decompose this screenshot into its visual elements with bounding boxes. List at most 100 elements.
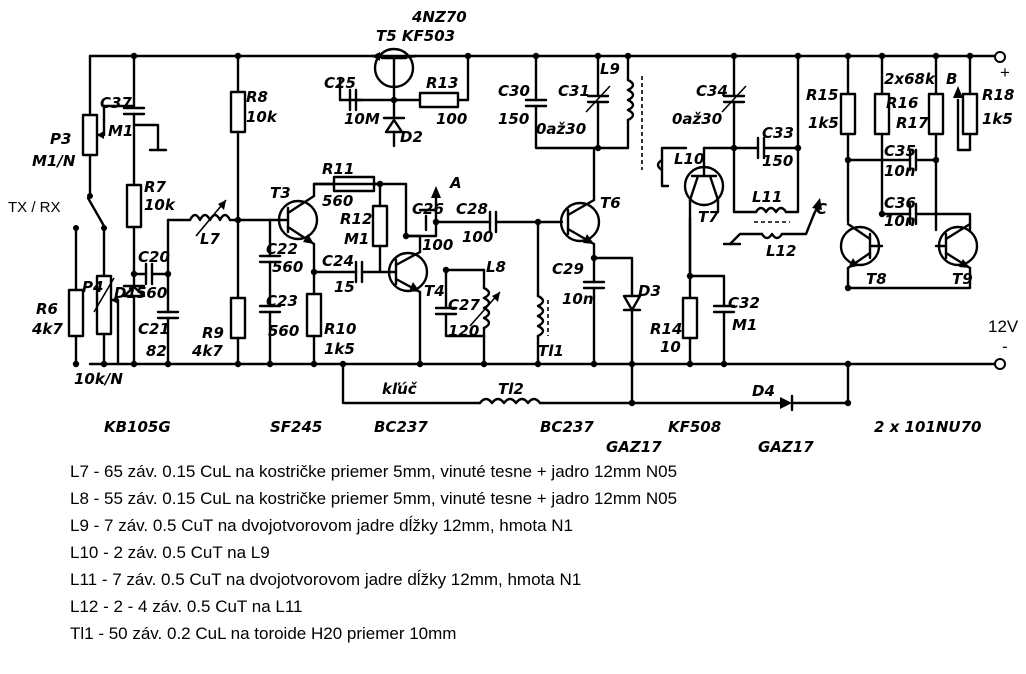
label-c33-val: 150	[762, 152, 793, 170]
label-c36: C36	[884, 194, 916, 212]
label-txrx: TX / RX	[8, 199, 61, 216]
label-t5-type: 4NZ70	[411, 8, 467, 26]
label-p4: P4	[82, 278, 103, 296]
c22-capacitor	[236, 218, 282, 308]
l9-inductor	[596, 54, 643, 170]
label-r7-val: 10k	[144, 196, 176, 214]
label-c29-val: 10n	[562, 290, 594, 308]
c26-capacitor	[404, 208, 438, 238]
t6-transistor	[559, 146, 601, 260]
label-p3-val: M1/N	[32, 152, 76, 170]
a-tap	[431, 186, 441, 238]
junction-dots	[72, 52, 974, 407]
p4-potentiometer	[93, 274, 120, 366]
t8-transistor	[839, 222, 884, 290]
label-bc237-b: BC237	[540, 418, 594, 436]
label-d3: D3	[638, 282, 661, 300]
c31-capacitor	[585, 54, 611, 150]
extra-wires	[482, 216, 692, 366]
note-line: L8 - 55 záv. 0.15 CuL na kostričke priem…	[70, 489, 678, 508]
r8-resistor	[229, 54, 247, 300]
label-key: kľúč	[382, 380, 418, 398]
label-c20-val: 560	[136, 284, 167, 302]
l10-coil	[656, 146, 688, 188]
label-kf508: KF508	[668, 418, 721, 436]
label-l8: L8	[486, 258, 506, 276]
label-c22-val: 560	[272, 258, 303, 276]
label-c37-val: M1	[108, 122, 133, 140]
label-r11-val: 560	[322, 192, 353, 210]
label-bc237-a: BC237	[374, 418, 428, 436]
label-d4: D4	[752, 382, 775, 400]
label-r13-val: 100	[436, 110, 467, 128]
note-line: L7 - 65 záv. 0.15 CuL na kostričke priem…	[70, 462, 678, 481]
label-c22: C22	[266, 240, 298, 258]
label-r13: R13	[426, 74, 458, 92]
label-r18: R18	[982, 86, 1014, 104]
label-c33: C33	[762, 124, 794, 142]
c20-capacitor	[132, 262, 170, 286]
r15-resistor	[839, 54, 857, 224]
c21-capacitor	[156, 218, 180, 366]
label-c25: C25	[324, 74, 356, 92]
label-r8: R8	[246, 88, 268, 106]
r13-resistor	[392, 54, 470, 109]
label-r10-val: 1k5	[324, 340, 355, 358]
label-l12: L12	[766, 242, 796, 260]
label-c30: C30	[498, 82, 530, 100]
label-c24-val: 15	[334, 278, 355, 296]
label-c27: C27	[448, 296, 480, 314]
label-c24: C24	[322, 252, 354, 270]
d3-diode	[592, 256, 642, 405]
label-r11: R11	[322, 160, 354, 178]
label-c31: C31	[558, 82, 590, 100]
label-r15-val: 1k5	[808, 114, 839, 132]
c30-capacitor	[524, 54, 600, 150]
note-line: Tl1 - 50 záv. 0.2 CuL na toroide H20 pri…	[70, 624, 457, 643]
label-c21: C21	[138, 320, 170, 338]
label-c30-val: 150	[498, 110, 529, 128]
label-kb105g: KB105G	[104, 418, 171, 436]
positive-rail	[88, 51, 1006, 63]
l7-inductor	[166, 199, 240, 237]
label-r7: R7	[144, 178, 167, 196]
label-c25-val: 10M	[344, 110, 380, 128]
label-c37: C37	[100, 94, 132, 112]
label-r16-val: 2x68k	[884, 70, 936, 88]
label-c26: C26	[412, 200, 444, 218]
t5-transistor	[370, 47, 418, 102]
label-sf245: SF245	[270, 418, 322, 436]
label-c21-val: 82	[146, 342, 167, 360]
label-l10: L10	[674, 150, 704, 168]
label-t8: T8	[866, 270, 887, 288]
c23-capacitor	[258, 304, 282, 366]
tl1-choke	[536, 220, 549, 366]
c-tap	[812, 198, 822, 216]
label-c27-val: 120	[448, 322, 479, 340]
label-r14-val: 10	[660, 338, 681, 356]
label-l9: L9	[600, 60, 620, 78]
txrx-switch	[73, 183, 107, 292]
label-r17: R17	[896, 114, 929, 132]
label-c-tap: C	[816, 200, 827, 218]
label-c32-val: M1	[732, 316, 757, 334]
c33-capacitor	[732, 54, 800, 160]
label-c28-val: 100	[462, 228, 493, 246]
r16-resistor	[873, 54, 891, 216]
label-r9: R9	[202, 324, 224, 342]
label-p4-val: 10k/N	[74, 370, 123, 388]
p3-potentiometer	[81, 54, 106, 187]
c29-capacitor	[582, 256, 606, 366]
c25-capacitor	[338, 76, 396, 112]
label-c36-val: 10n	[884, 212, 916, 230]
label-d1: D1	[114, 284, 137, 302]
label-r9-val: 4k7	[191, 342, 223, 360]
label-a-tap: A	[449, 174, 462, 192]
r18-resistor	[953, 54, 979, 152]
label-c26-val: 100	[422, 236, 453, 254]
label-gaz17-a: GAZ17	[606, 438, 662, 456]
label-b-tap: B	[946, 70, 957, 88]
label-t4: T4	[424, 282, 445, 300]
label-r6: R6	[36, 300, 58, 318]
